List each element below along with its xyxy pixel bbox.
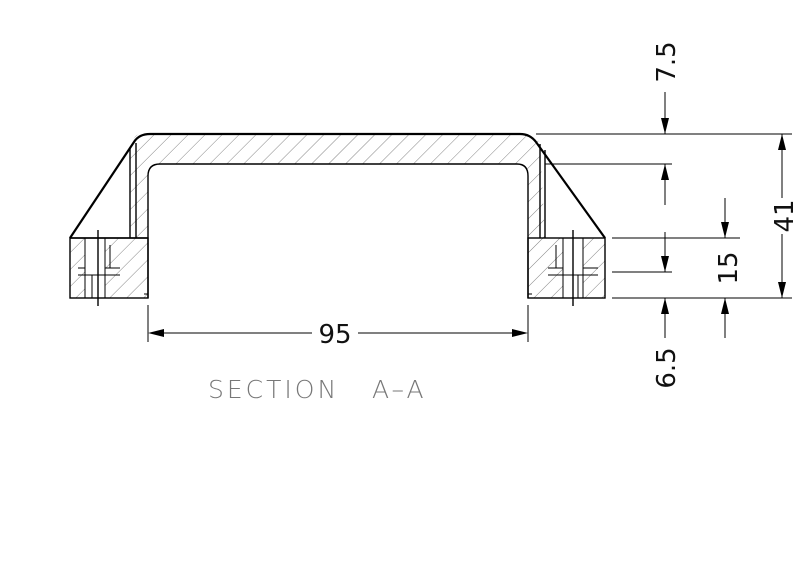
right-foot <box>527 237 606 299</box>
base-thickness-label: 6.5 <box>652 347 682 388</box>
top-thickness-label: 7.5 <box>652 41 682 82</box>
section-caption: SECTION A–A <box>208 375 427 404</box>
width-arrow-right <box>512 329 528 337</box>
foot-height-label: 15 <box>714 251 744 284</box>
total-height-label-bg <box>772 198 794 234</box>
base-thickness-arrow-2 <box>661 298 669 314</box>
total-height-label: 41 <box>770 199 800 232</box>
top-thickness-arrow-2 <box>661 164 669 180</box>
left-bore <box>85 238 105 298</box>
foot-height-arrow-2 <box>721 298 729 314</box>
top-thickness-arrow-1 <box>661 118 669 134</box>
right-corner-tick <box>527 293 532 298</box>
inner-top-profile <box>147 163 529 298</box>
width-arrow-left <box>148 329 164 337</box>
outer-profile <box>69 132 606 239</box>
total-height-arrow-bottom <box>778 282 786 298</box>
width-dim-label: 95 <box>318 320 351 350</box>
left-corner-tick <box>144 293 149 298</box>
total-height-arrow-top <box>778 134 786 150</box>
foot-height-arrow-1 <box>721 222 729 238</box>
base-thickness-arrow-1 <box>661 256 669 272</box>
handle-section-hatch <box>70 134 545 298</box>
